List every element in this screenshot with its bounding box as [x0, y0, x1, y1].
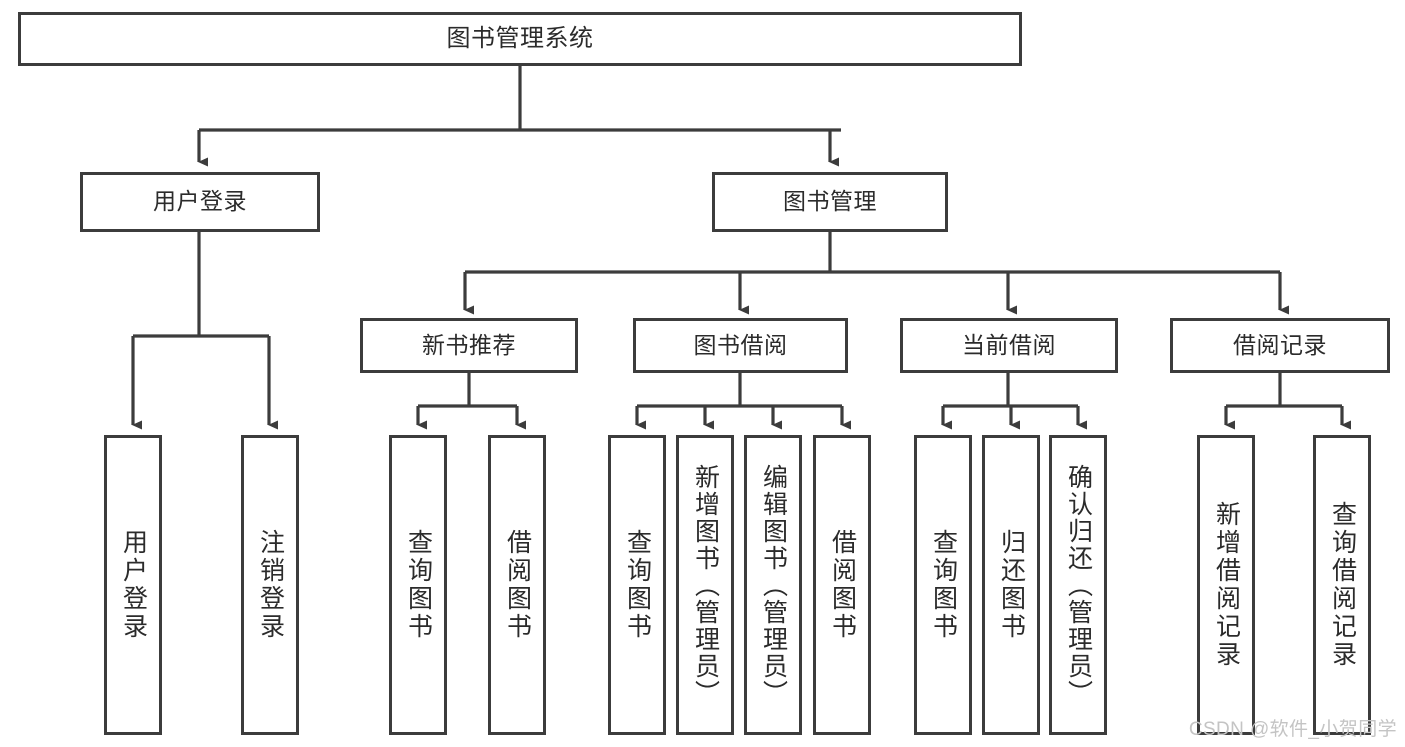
node-label: 查询图书 — [623, 529, 652, 641]
leaf-records-add-record[interactable]: 新增借阅记录 — [1197, 435, 1255, 735]
node-book-management[interactable]: 图书管理 — [712, 172, 948, 232]
node-label: 借阅图书 — [828, 529, 857, 641]
leaf-logout[interactable]: 注销登录 — [241, 435, 299, 735]
csdn-watermark: CSDN @软件_小贺同学 — [1188, 719, 1397, 740]
node-label: 图书管理系统 — [446, 24, 594, 52]
node-new-book-recommend[interactable]: 新书推荐 — [360, 318, 578, 373]
leaf-borrow-add-book-admin[interactable]: 新增图书（管理员） — [676, 435, 734, 735]
node-label: 查询借阅记录 — [1328, 501, 1357, 669]
node-book-borrow[interactable]: 图书借阅 — [633, 318, 848, 373]
node-label: 编辑图书（管理员） — [759, 463, 788, 707]
leaf-borrow-borrow-book[interactable]: 借阅图书 — [813, 435, 871, 735]
node-current-borrow[interactable]: 当前借阅 — [900, 318, 1118, 373]
node-label: 新增借阅记录 — [1212, 501, 1241, 669]
leaf-newbook-borrow-book[interactable]: 借阅图书 — [488, 435, 546, 735]
leaf-user-login[interactable]: 用户登录 — [104, 435, 162, 735]
leaf-borrow-query-book[interactable]: 查询图书 — [608, 435, 666, 735]
node-label: 用户登录 — [153, 188, 247, 215]
node-label: 查询图书 — [929, 529, 958, 641]
node-label: 查询图书 — [404, 529, 433, 641]
node-label: 借阅记录 — [1233, 331, 1327, 358]
node-label: 图书管理 — [783, 188, 877, 215]
node-label: 新书推荐 — [422, 331, 516, 358]
node-label: 注销登录 — [256, 529, 285, 641]
leaf-newbook-query-book[interactable]: 查询图书 — [389, 435, 447, 735]
node-label: 归还图书 — [997, 529, 1026, 641]
leaf-current-return-book[interactable]: 归还图书 — [982, 435, 1040, 735]
node-borrow-records[interactable]: 借阅记录 — [1170, 318, 1390, 373]
node-root-system[interactable]: 图书管理系统 — [18, 12, 1022, 66]
leaf-current-query-book[interactable]: 查询图书 — [914, 435, 972, 735]
node-label: 图书借阅 — [693, 331, 788, 358]
node-label: 借阅图书 — [503, 529, 532, 641]
node-label: 新增图书（管理员） — [691, 463, 720, 707]
leaf-records-query-record[interactable]: 查询借阅记录 — [1313, 435, 1371, 735]
node-label: 用户登录 — [119, 529, 148, 641]
node-label: 当前借阅 — [962, 331, 1056, 358]
leaf-current-confirm-return-admin[interactable]: 确认归还（管理员） — [1049, 435, 1107, 735]
node-label: 确认归还（管理员） — [1064, 463, 1093, 707]
node-user-login[interactable]: 用户登录 — [80, 172, 320, 232]
leaf-borrow-edit-book-admin[interactable]: 编辑图书（管理员） — [744, 435, 802, 735]
